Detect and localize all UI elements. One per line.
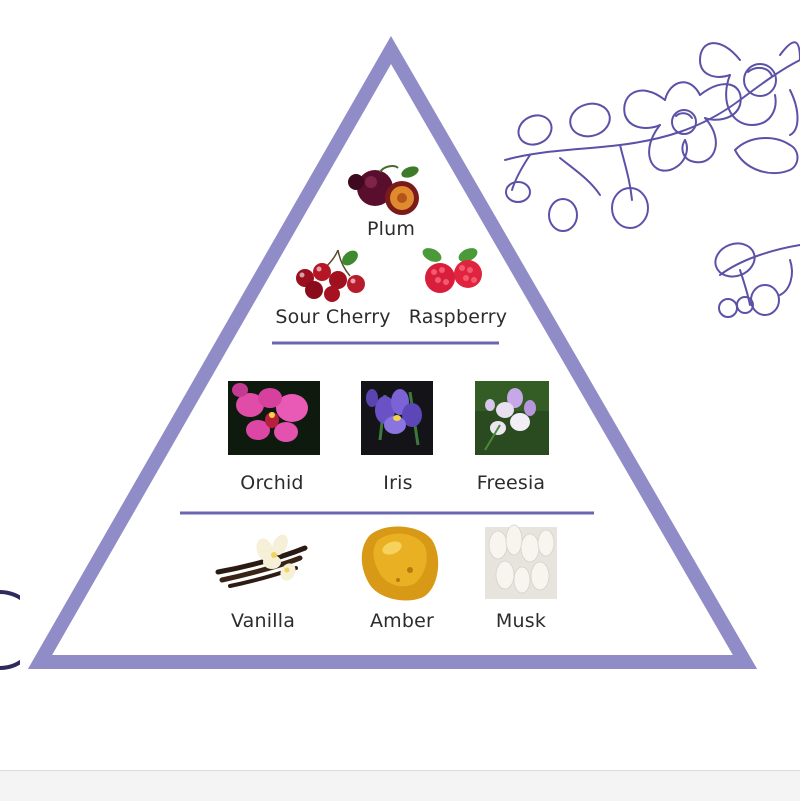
note-label-sour-cherry: Sour Cherry xyxy=(275,306,391,328)
raspberry-icon xyxy=(422,248,482,293)
bottom-strip xyxy=(0,770,800,801)
freesia-photo xyxy=(475,381,549,455)
note-label-plum: Plum xyxy=(366,218,416,240)
note-label-orchid: Orchid xyxy=(240,472,304,494)
note-label-freesia: Freesia xyxy=(476,472,546,494)
note-label-musk: Musk xyxy=(495,610,547,632)
orchid-photo xyxy=(228,381,320,455)
vanilla-icon xyxy=(215,534,308,588)
musk-icon xyxy=(485,524,557,599)
pyramid-outline xyxy=(27,35,758,669)
iris-photo xyxy=(361,381,433,455)
plum-icon xyxy=(348,165,419,215)
note-label-iris: Iris xyxy=(383,472,413,494)
edge-circle-decoration xyxy=(0,590,20,670)
note-label-vanilla: Vanilla xyxy=(230,610,296,632)
note-label-raspberry: Raspberry xyxy=(408,306,508,328)
note-label-amber: Amber xyxy=(369,610,435,632)
sour-cherry-icon xyxy=(296,249,365,302)
amber-icon xyxy=(361,526,439,601)
